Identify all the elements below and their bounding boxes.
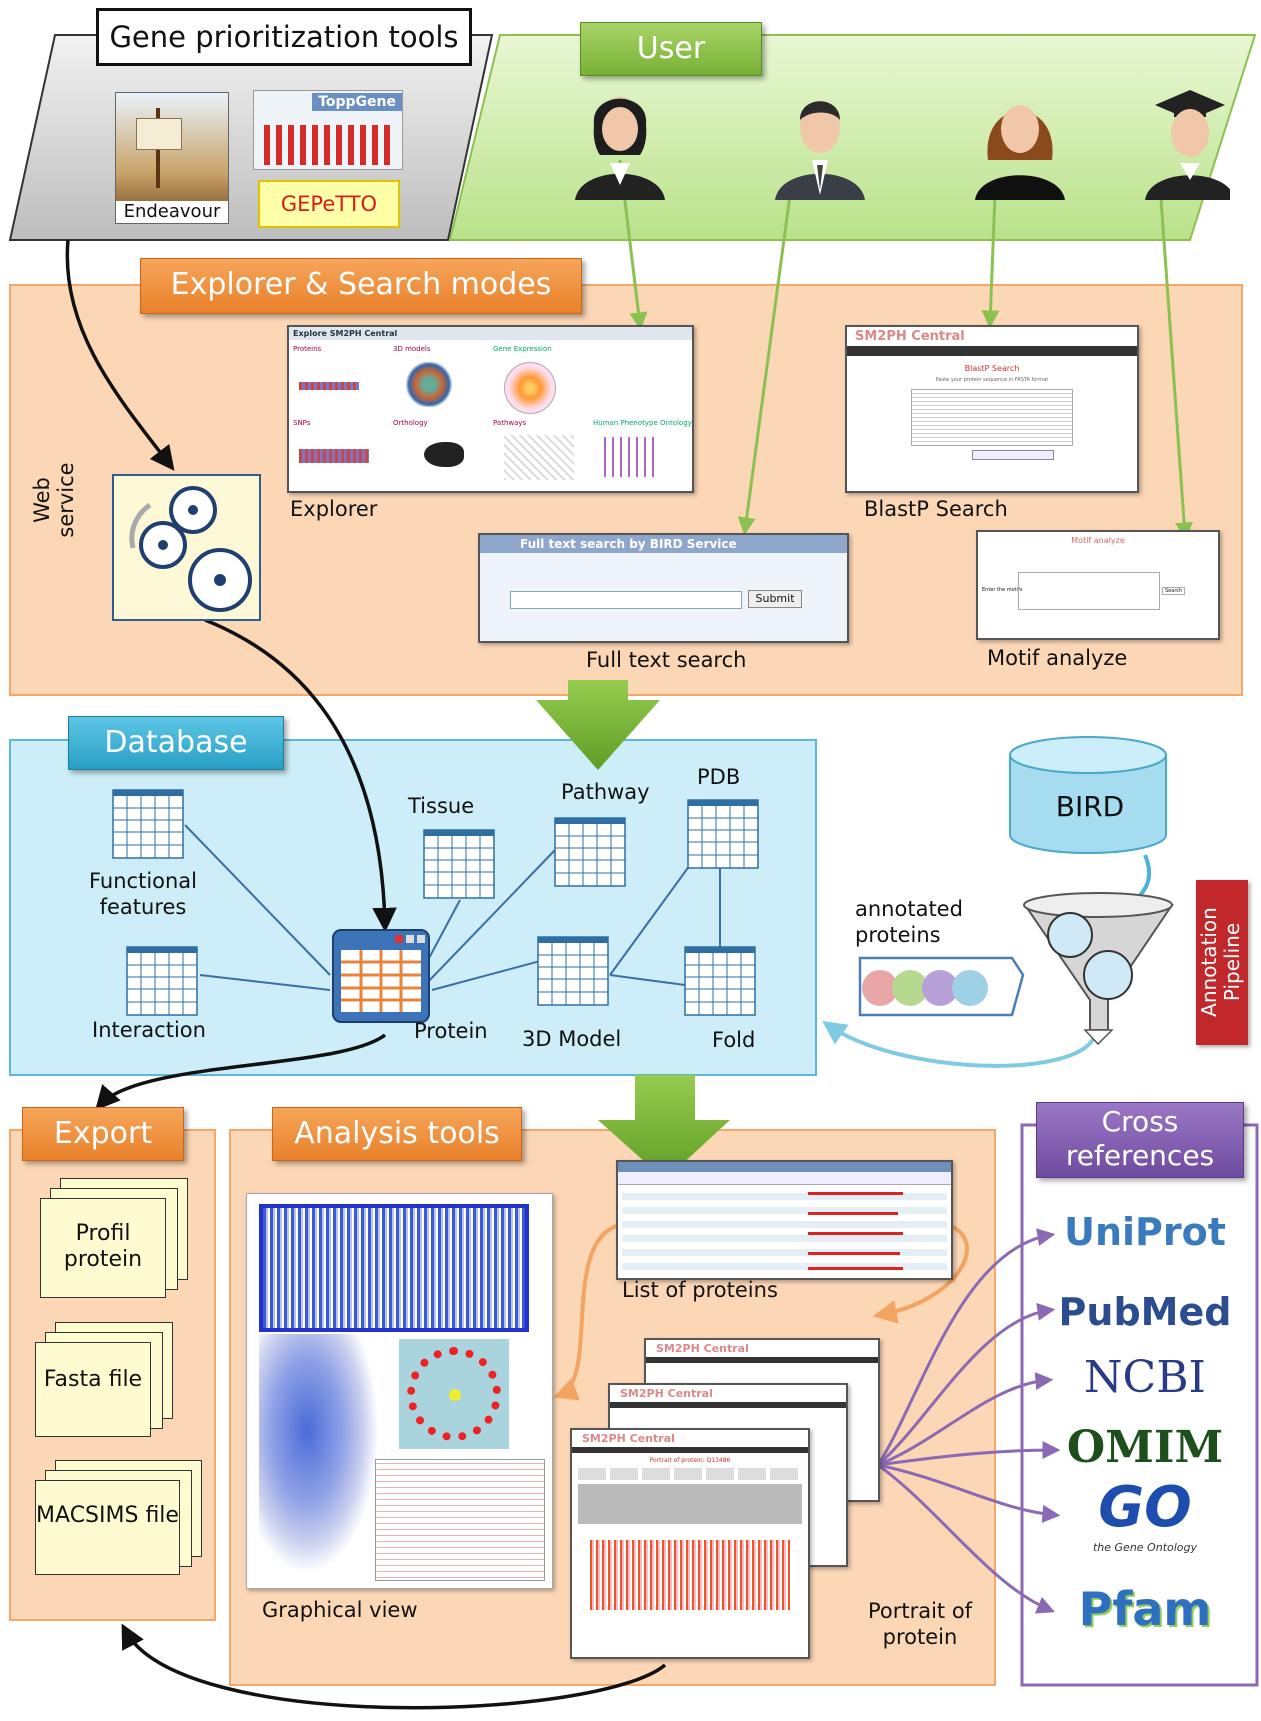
web-service-gears bbox=[112, 474, 261, 621]
explorer-shot-header: Explore SM2PH Central bbox=[289, 327, 692, 340]
portrait-mutation-map bbox=[590, 1540, 790, 1610]
bird-database-cylinder bbox=[1009, 736, 1167, 854]
database-tab: Database bbox=[68, 716, 284, 770]
label-3d-model: 3D Model bbox=[522, 1027, 622, 1051]
blastp-sequence-input[interactable] bbox=[911, 389, 1073, 446]
label-fold: Fold bbox=[712, 1028, 756, 1052]
table-3d-model bbox=[537, 936, 609, 1006]
user-avatar-1 bbox=[575, 97, 665, 200]
user-avatar-4 bbox=[1145, 90, 1230, 200]
user-avatar-2 bbox=[775, 101, 865, 200]
fulltext-header: Full text search by BIRD Service bbox=[480, 535, 847, 553]
label-pathway: Pathway bbox=[561, 780, 650, 804]
omim-logo[interactable]: OMIM bbox=[1066, 1422, 1224, 1473]
blastp-hint: Paste your protein sequence in FASTA for… bbox=[935, 377, 1049, 383]
pfam-logo[interactable]: Pfam bbox=[1078, 1582, 1212, 1636]
hydrophobicity-chart bbox=[375, 1459, 545, 1581]
go-logo[interactable]: GO bbox=[1098, 1475, 1192, 1540]
blastp-brand: SM2PH Central bbox=[855, 329, 965, 344]
blastp-database-select[interactable] bbox=[972, 450, 1054, 460]
pubmed-logo[interactable]: PubMed bbox=[1058, 1290, 1232, 1334]
portrait-back-brand: SM2PH Central bbox=[656, 1342, 749, 1355]
toppgene-logo: ToppGene bbox=[253, 90, 403, 170]
analysis-tab: Analysis tools bbox=[272, 1107, 522, 1161]
web-service-label: Web service bbox=[30, 462, 78, 538]
label-pdb: PDB bbox=[697, 765, 741, 789]
toppgene-label: ToppGene bbox=[312, 93, 402, 111]
explorer-label: Explorer bbox=[290, 497, 378, 521]
export-file-macsims[interactable]: MACSIMS file bbox=[35, 1480, 180, 1575]
go-subtitle: the Gene Ontology bbox=[1092, 1541, 1198, 1554]
motif-screenshot[interactable]: Motif analyze Enter the motifs Search bbox=[976, 530, 1220, 640]
table-functional-features bbox=[112, 789, 184, 859]
cross-refs-panel bbox=[1020, 1123, 1259, 1687]
uniprot-logo[interactable]: UniProt bbox=[1064, 1210, 1226, 1254]
table-interaction bbox=[126, 946, 198, 1016]
blastp-heading: BlastP Search bbox=[964, 364, 1020, 373]
blastp-screenshot[interactable]: SM2PH Central BlastP Search Paste your p… bbox=[845, 325, 1139, 493]
table-pathway bbox=[554, 817, 626, 887]
portrait-label: Portrait of protein bbox=[867, 1599, 973, 1649]
protein-list-screenshot[interactable] bbox=[616, 1160, 953, 1280]
interaction-network bbox=[399, 1339, 509, 1449]
alignment-view bbox=[259, 1204, 529, 1332]
portrait-front-brand: SM2PH Central bbox=[582, 1432, 675, 1445]
fulltext-submit-button[interactable]: Submit bbox=[748, 590, 802, 608]
export-file-fasta[interactable]: Fasta file bbox=[35, 1342, 151, 1437]
funnel-icon bbox=[1023, 892, 1174, 1046]
endeavour-label: Endeavour bbox=[116, 201, 228, 223]
ncbi-logo[interactable]: NCBI bbox=[1084, 1352, 1206, 1403]
green-down-arrow-2 bbox=[598, 1075, 730, 1180]
graphical-view-screenshot[interactable] bbox=[246, 1193, 553, 1589]
graphical-view-label: Graphical view bbox=[262, 1598, 418, 1622]
explorer-cell-orthology[interactable]: Orthology bbox=[393, 419, 428, 427]
table-pdb bbox=[687, 799, 759, 869]
table-fold bbox=[684, 946, 756, 1016]
annotation-pipeline-box: Annotation Pipeline bbox=[1196, 880, 1248, 1045]
protein-3d-structure bbox=[259, 1334, 379, 1574]
explorer-cell-pathways[interactable]: Pathways bbox=[493, 419, 527, 427]
explorer-cell-gene-expression[interactable]: Gene Expression bbox=[493, 345, 552, 353]
export-file-profil[interactable]: Profil protein bbox=[40, 1198, 166, 1298]
annotated-proteins-box bbox=[858, 956, 1025, 1017]
annotated-proteins-label: annotated proteins bbox=[855, 897, 963, 947]
green-down-arrow-1 bbox=[536, 680, 660, 770]
label-interaction: Interaction bbox=[92, 1018, 206, 1042]
table-tissue bbox=[423, 829, 495, 899]
user-avatars bbox=[575, 90, 1230, 200]
explorer-cell-3d-models[interactable]: 3D models bbox=[393, 345, 431, 353]
protein-list-rows bbox=[622, 1186, 947, 1276]
blastp-label: BlastP Search bbox=[864, 497, 1008, 521]
label-tissue: Tissue bbox=[408, 794, 475, 818]
explorer-cell-hpo[interactable]: Human Phenotype Ontology bbox=[593, 419, 692, 427]
user-tab: User bbox=[580, 22, 762, 76]
label-functional-features: Functional features bbox=[88, 869, 198, 919]
fulltext-label: Full text search bbox=[586, 648, 747, 672]
fulltext-input[interactable] bbox=[510, 591, 742, 609]
portrait-screenshot-front[interactable]: SM2PH Central Portrait of protein: Q1348… bbox=[570, 1428, 810, 1659]
protein-list-label: List of proteins bbox=[622, 1278, 778, 1302]
portrait-front-title: Portrait of protein: Q13486 bbox=[649, 1457, 731, 1464]
protein-table-icon bbox=[332, 929, 430, 1023]
explorer-cell-snps[interactable]: SNPs bbox=[293, 419, 311, 427]
user-avatar-3 bbox=[975, 105, 1065, 200]
portrait-middle-brand: SM2PH Central bbox=[620, 1387, 713, 1400]
export-tab: Export bbox=[22, 1107, 184, 1161]
annotation-pipeline-label: Annotation Pipeline bbox=[1197, 907, 1244, 1017]
explorer-section-tab: Explorer & Search modes bbox=[140, 258, 582, 314]
motif-field-label: Enter the motifs bbox=[982, 587, 1023, 593]
motif-input[interactable] bbox=[1018, 572, 1160, 610]
endeavour-logo: Endeavour bbox=[115, 92, 229, 224]
explorer-cell-proteins[interactable]: Proteins bbox=[293, 345, 322, 353]
motif-label: Motif analyze bbox=[987, 646, 1128, 670]
motif-search-button[interactable]: Search bbox=[1162, 587, 1186, 595]
cross-refs-tab: Cross references bbox=[1036, 1102, 1244, 1178]
motif-header: Motif analyze bbox=[1071, 536, 1125, 545]
explorer-screenshot[interactable]: Explore SM2PH Central Proteins 3D models… bbox=[287, 325, 694, 493]
gene-tools-title: Gene prioritization tools bbox=[96, 8, 472, 66]
gepetto-logo: GEPeTTO bbox=[258, 180, 400, 228]
label-protein: Protein bbox=[414, 1019, 488, 1043]
fulltext-screenshot[interactable]: Full text search by BIRD Service Submit bbox=[478, 533, 849, 643]
bird-label: BIRD bbox=[1055, 790, 1125, 823]
